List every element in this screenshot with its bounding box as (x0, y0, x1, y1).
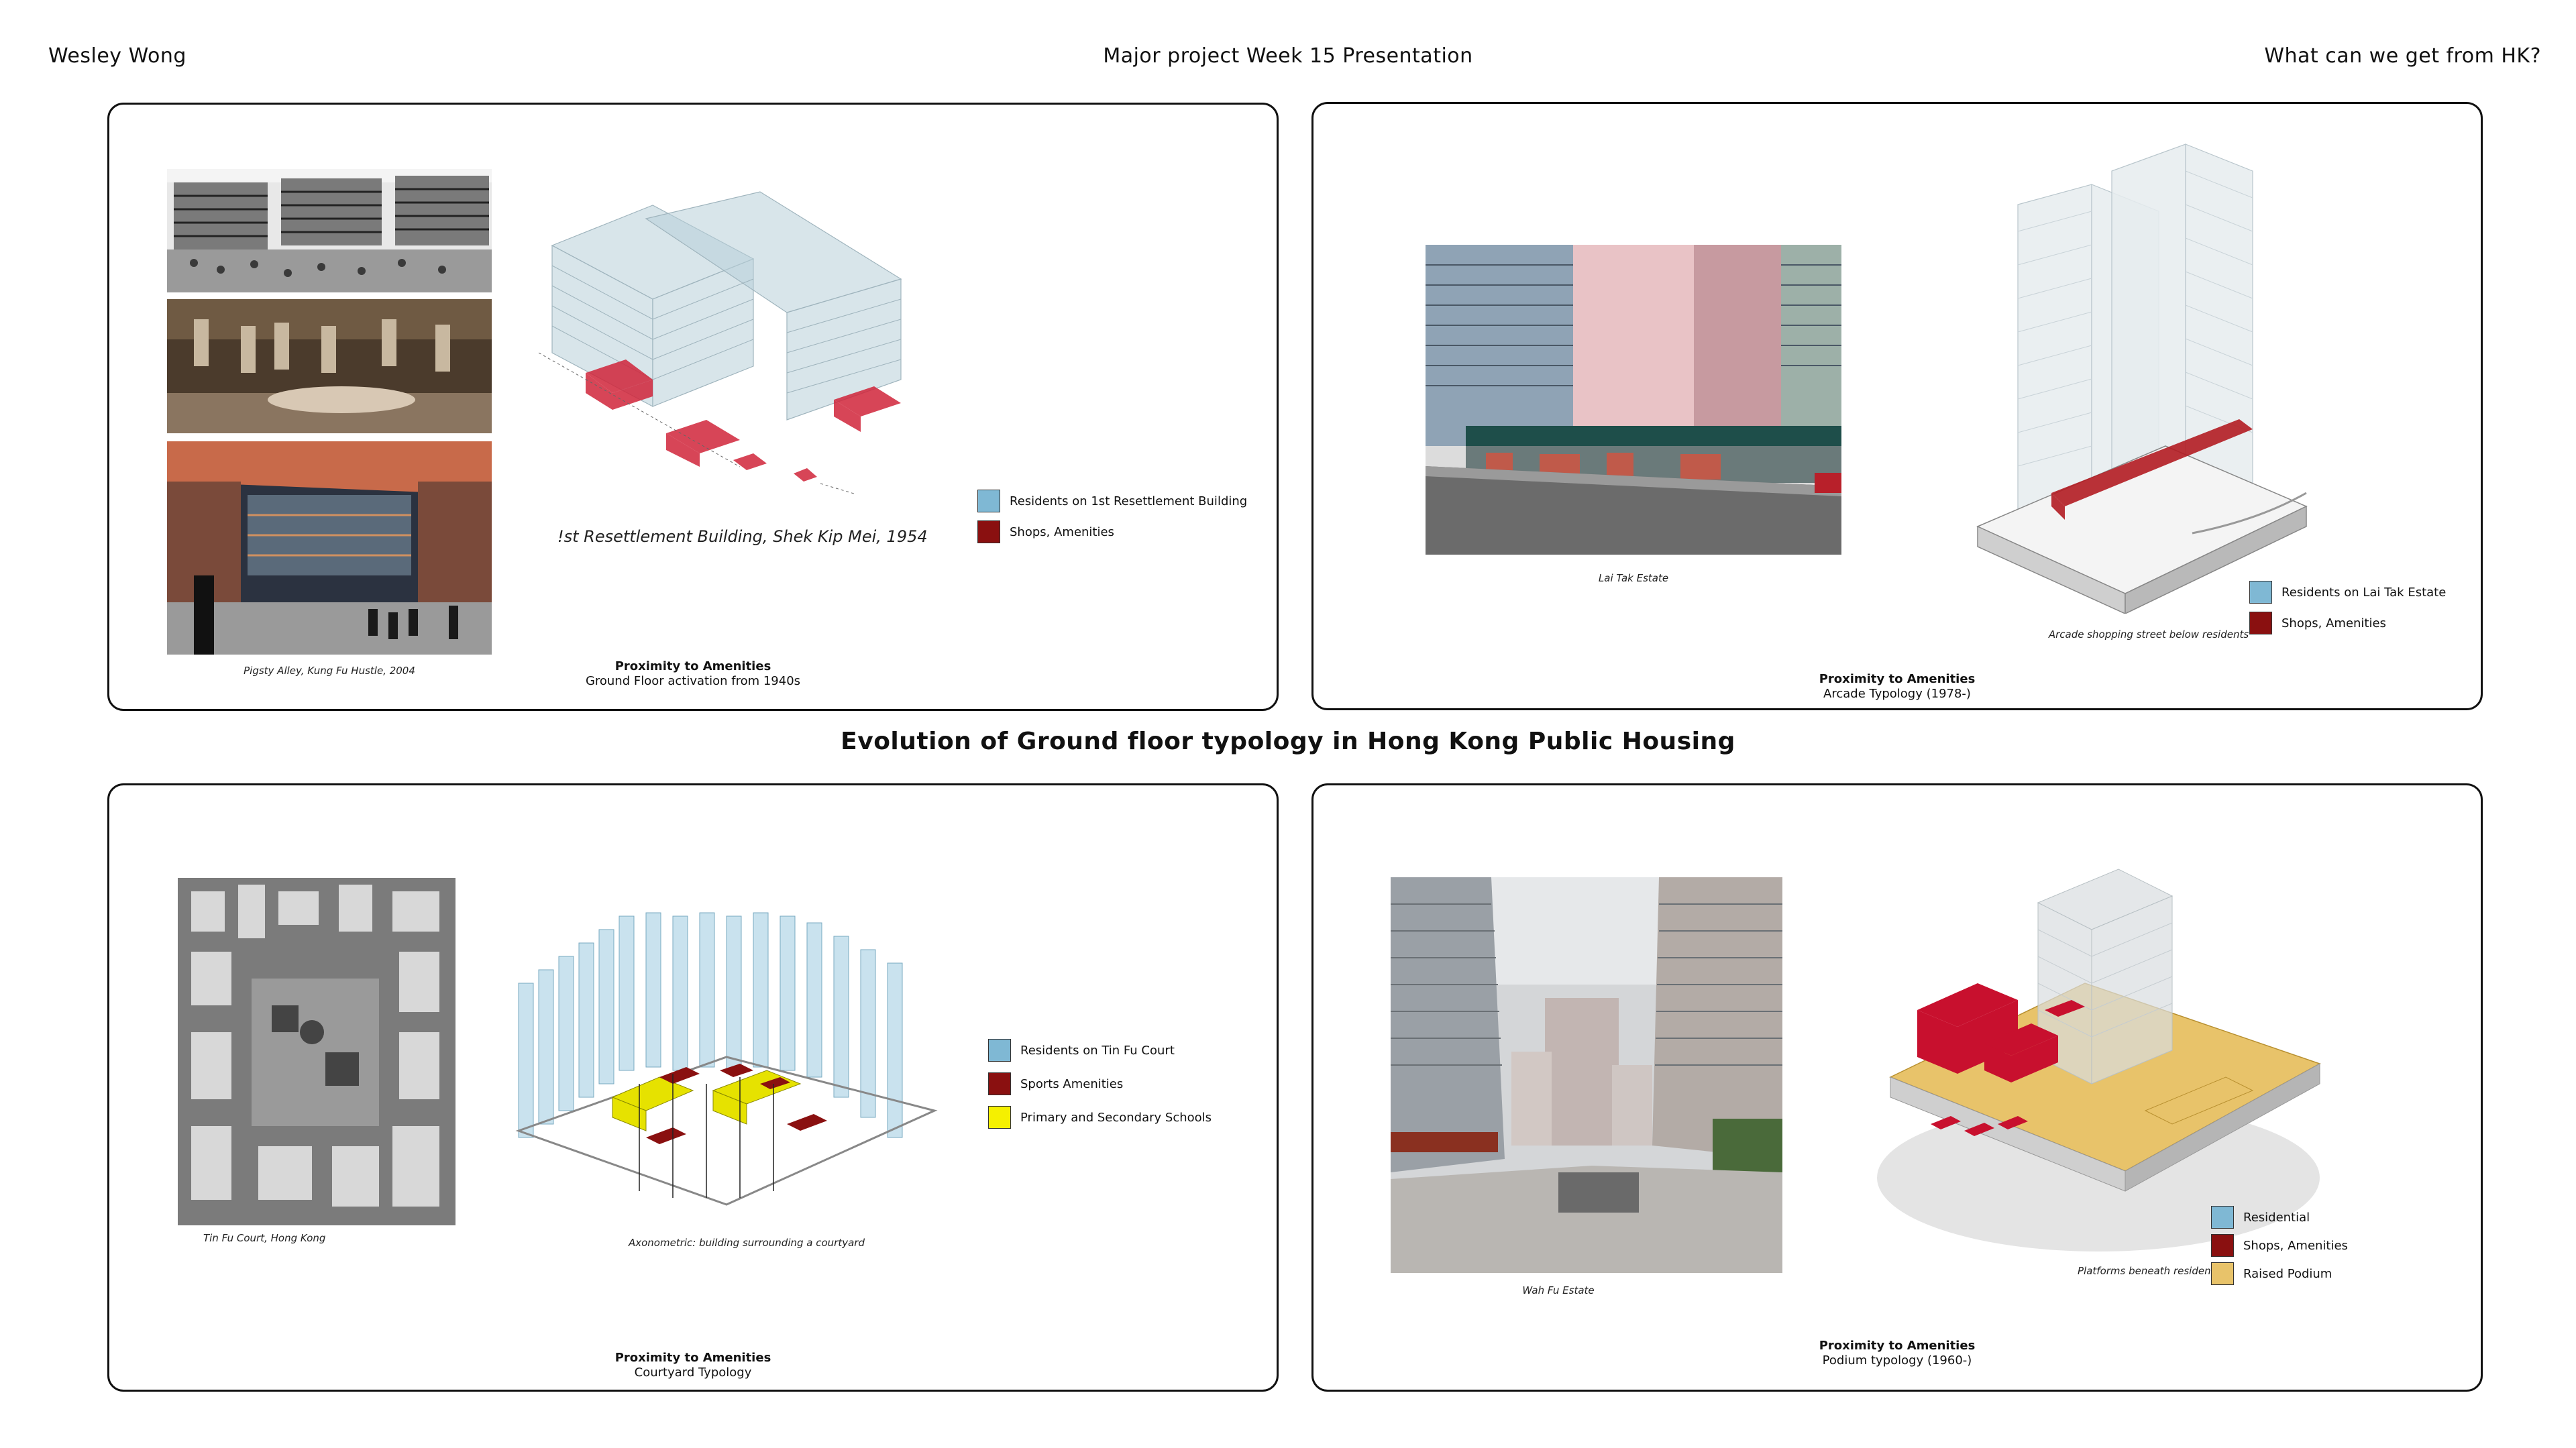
diagram-caption: !st Resettlement Building, Shek Kip Mei,… (557, 527, 928, 546)
legend-item: Sports Amenities (988, 1072, 1212, 1095)
footer-subtitle: Podium typology (1960-) (1822, 1353, 1972, 1368)
panel-footer: Proximity to Amenities Courtyard Typolog… (109, 1351, 1277, 1380)
axonometric-courtyard (505, 909, 948, 1225)
legend-item: Residential (2211, 1206, 2348, 1229)
axonometric-podium (1877, 856, 2360, 1272)
legend-item: Primary and Secondary Schools (988, 1106, 1212, 1129)
author-name: Wesley Wong (48, 44, 186, 68)
legend-swatch-blue (977, 490, 1000, 512)
legend-swatch-yellow (988, 1106, 1011, 1129)
legend-item: Residents on 1st Resettlement Building (977, 490, 1247, 512)
legend-item: Raised Podium (2211, 1262, 2348, 1285)
photo-caption: Tin Fu Court, Hong Kong (203, 1232, 326, 1244)
legend-swatch-podium (2211, 1262, 2234, 1285)
diagram-caption: Platforms beneath residential (2078, 1265, 2226, 1277)
legend-item: Residents on Lai Tak Estate (2249, 581, 2446, 604)
photo-kung-fu-hustle-2 (167, 441, 492, 655)
panel-footer: Proximity to Amenities Ground Floor acti… (109, 659, 1277, 689)
photo-wah-fu-estate (1391, 877, 1782, 1273)
panel-courtyard: Tin Fu Court, Hong Kong (107, 783, 1279, 1392)
legend-item: Shops, Amenities (2249, 612, 2446, 634)
footer-title: Proximity to Amenities (614, 659, 771, 673)
legend-swatch-red (2211, 1234, 2234, 1257)
legend-swatch-red (988, 1072, 1011, 1095)
photo-caption: Lai Tak Estate (1598, 572, 1669, 584)
axonometric-arcade-building (1971, 131, 2347, 614)
photo-tin-fu-court-aerial (178, 878, 455, 1225)
photo-kung-fu-hustle-1 (167, 299, 492, 433)
legend-swatch-red (2249, 612, 2272, 634)
photo-caption: Pigsty Alley, Kung Fu Hustle, 2004 (244, 665, 415, 677)
legend: Residents on Lai Tak Estate Shops, Ameni… (2249, 581, 2446, 643)
photo-lai-tak-estate (1426, 245, 1841, 555)
legend-swatch-blue (988, 1039, 1011, 1062)
diagram-caption: Axonometric: building surrounding a cour… (628, 1237, 865, 1249)
legend: Residents on 1st Resettlement Building S… (977, 490, 1247, 551)
footer-subtitle: Courtyard Typology (634, 1366, 752, 1380)
legend-item: Shops, Amenities (2211, 1234, 2348, 1257)
panel-resettlement: Pigsty Alley, Kung Fu Hustle, 2004 (107, 103, 1279, 711)
footer-subtitle: Arcade Typology (1978-) (1823, 687, 1971, 701)
legend-swatch-red (977, 520, 1000, 543)
photo-resettlement-street (167, 169, 492, 292)
diagram-caption: Arcade shopping street below residents (2048, 628, 2249, 641)
presentation-question: What can we get from HK? (2264, 44, 2541, 68)
legend-swatch-blue (2211, 1206, 2234, 1229)
panel-footer: Proximity to Amenities Podium typology (… (1313, 1339, 2481, 1368)
legend: Residential Shops, Amenities Raised Podi… (2211, 1206, 2348, 1293)
panel-footer: Proximity to Amenities Arcade Typology (… (1313, 672, 2481, 702)
legend-swatch-blue (2249, 581, 2272, 604)
footer-subtitle: Ground Floor activation from 1940s (585, 674, 801, 688)
panel-podium: Wah Fu Estate (1311, 783, 2483, 1392)
photo-caption: Wah Fu Estate (1522, 1284, 1595, 1296)
footer-title: Proximity to Amenities (1819, 672, 1976, 686)
footer-title: Proximity to Amenities (614, 1351, 771, 1365)
footer-title: Proximity to Amenities (1819, 1339, 1976, 1353)
legend: Residents on Tin Fu Court Sports Ameniti… (988, 1039, 1212, 1137)
section-title: Evolution of Ground floor typology in Ho… (841, 728, 1735, 755)
legend-item: Residents on Tin Fu Court (988, 1039, 1212, 1062)
legend-item: Shops, Amenities (977, 520, 1247, 543)
panel-arcade: Lai Tak Estate Arcade shopping street b (1311, 102, 2483, 710)
presentation-title: Major project Week 15 Presentation (1103, 44, 1473, 68)
axonometric-resettlement-building (539, 178, 941, 514)
